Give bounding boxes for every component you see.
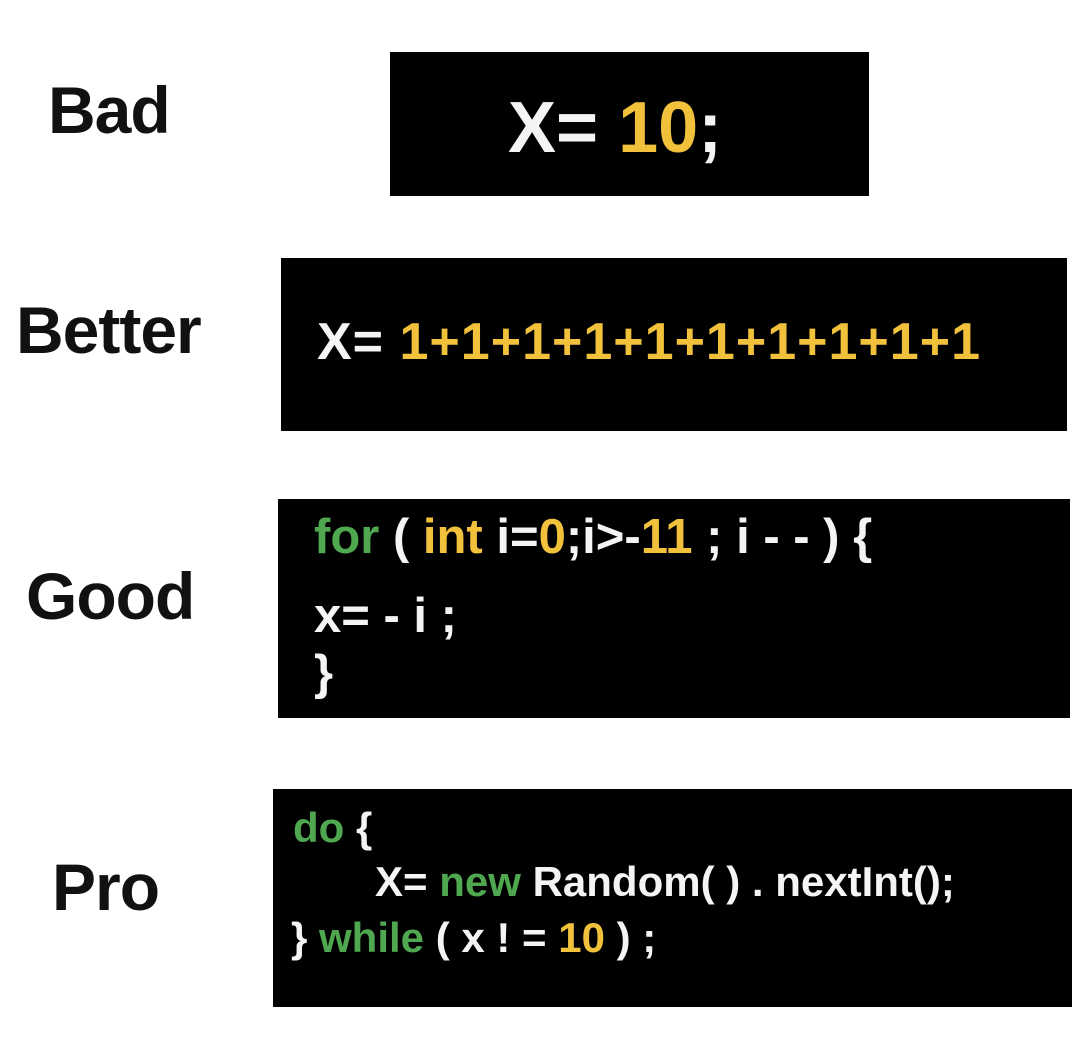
code-token-text: i= — [482, 510, 539, 564]
code-line: } while ( x ! = 10 ) ; — [291, 917, 656, 959]
code-token-text: } — [314, 646, 334, 700]
code-box-pro: do { X= new Random( ) . nextInt(); } whi… — [273, 789, 1072, 1007]
code-token-keyword: do — [293, 804, 345, 851]
code-line: X= 10; — [508, 92, 722, 164]
code-token-number: 11 — [640, 510, 693, 564]
code-token-text: X= — [375, 858, 440, 905]
label-good: Good — [26, 559, 195, 633]
code-line: do { — [293, 807, 372, 849]
code-token-text: Random( ) . nextInt(); — [520, 858, 955, 905]
label-pro: Pro — [52, 850, 160, 924]
code-token-text: X= — [508, 88, 619, 168]
code-box-bad: X= 10; — [390, 52, 869, 196]
code-box-better: X= 1+1+1+1+1+1+1+1+1+1 — [281, 258, 1067, 431]
code-token-number: 0 — [538, 510, 566, 564]
code-token-text: X= — [317, 313, 400, 371]
code-token-number: 10 — [558, 914, 605, 961]
code-token-text: ( x ! = — [424, 914, 559, 961]
code-token-keyword: while — [319, 914, 425, 961]
code-token-text: ( — [379, 510, 423, 564]
code-line: for ( int i=0;i>-11 ; i - - ) { — [314, 513, 872, 562]
code-token-text: x= - i ; — [314, 589, 457, 643]
code-token-number: 10 — [618, 88, 699, 168]
code-line: X= new Random( ) . nextInt(); — [375, 861, 955, 903]
code-token-type: int — [422, 510, 483, 564]
code-token-text: } — [291, 914, 320, 961]
code-token-text: ;i>- — [565, 510, 641, 564]
label-bad: Bad — [48, 73, 171, 147]
code-token-text: { — [344, 804, 373, 851]
code-line: x= - i ; — [314, 592, 457, 641]
label-better: Better — [16, 293, 202, 367]
code-token-text: ; — [698, 88, 723, 168]
code-token-keyword: for — [314, 510, 380, 564]
code-token-keyword: new — [439, 858, 521, 905]
code-box-good: for ( int i=0;i>-11 ; i - - ) { x= - i ;… — [278, 499, 1070, 718]
code-token-text: ) ; — [604, 914, 657, 961]
code-line: } — [314, 649, 333, 698]
code-token-text: ; i - - ) { — [692, 510, 873, 564]
code-line: X= 1+1+1+1+1+1+1+1+1+1 — [317, 316, 981, 368]
code-token-number: 1+1+1+1+1+1+1+1+1+1 — [399, 313, 982, 371]
